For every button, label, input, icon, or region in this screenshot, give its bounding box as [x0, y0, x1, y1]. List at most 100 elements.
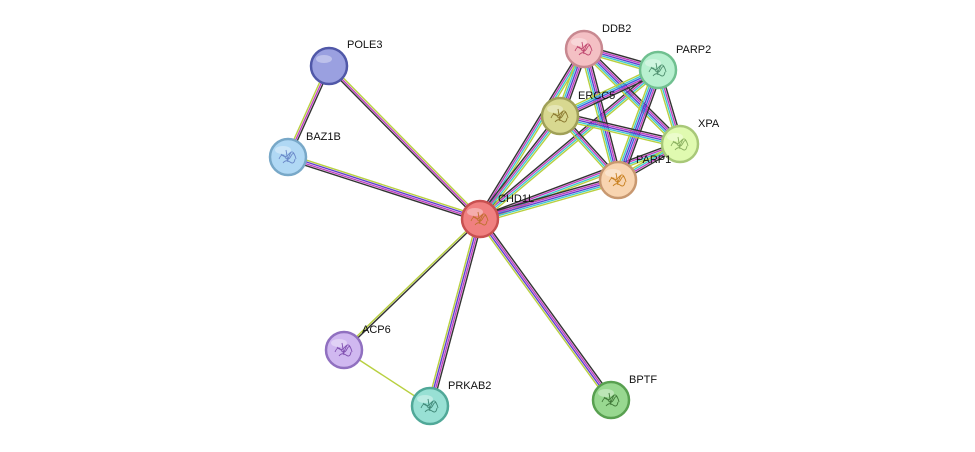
- node-label: PARP1: [636, 154, 671, 166]
- node-label: ACP6: [362, 324, 391, 336]
- edge-evidence-magenta: [478, 114, 560, 220]
- edge-chd1l-baz1b[interactable]: [286, 153, 482, 223]
- edge-chd1l-bptf[interactable]: [477, 216, 614, 403]
- edge-evidence-magenta: [287, 157, 481, 221]
- edge-ddb2-xpa[interactable]: [580, 45, 684, 148]
- protein-structure-icon: [608, 172, 627, 187]
- edge-chd1l-acp6[interactable]: [342, 217, 482, 352]
- edge-evidence-cyan: [614, 68, 657, 180]
- edge-evidence-yellowgreen: [329, 64, 482, 219]
- edge-evidence-cyan: [479, 181, 620, 222]
- edge-evidence-yellowgreen: [426, 217, 479, 407]
- edge-evidence-black: [476, 46, 583, 219]
- edge-chd1l-parp1[interactable]: [478, 175, 620, 224]
- node-highlight: [275, 146, 291, 154]
- protein-structure-icon: [420, 398, 439, 413]
- edge-chd1l-pole3[interactable]: [327, 64, 482, 221]
- node-label: BAZ1B: [306, 131, 341, 143]
- node-label: XPA: [698, 118, 720, 130]
- node-ddb2[interactable]: DDB2: [564, 23, 631, 69]
- edge-evidence-yellowgreen: [288, 153, 482, 218]
- node-label: BPTF: [629, 374, 657, 386]
- node-highlight: [331, 339, 347, 347]
- node-bptf[interactable]: BPTF: [591, 374, 657, 420]
- node-circle[interactable]: [591, 380, 631, 420]
- node-circle[interactable]: [268, 137, 308, 177]
- edge-evidence-black: [586, 47, 623, 180]
- node-circle[interactable]: [660, 124, 700, 164]
- edge-ddb2-parp1[interactable]: [579, 47, 623, 182]
- node-circle[interactable]: [309, 46, 349, 86]
- edge-evidence-cyan: [581, 48, 617, 182]
- edge-chd1l-prkab2[interactable]: [426, 217, 484, 408]
- protein-structure-icon: [278, 149, 297, 164]
- node-highlight: [547, 105, 563, 113]
- edge-evidence-black: [585, 45, 684, 143]
- node-highlight: [667, 133, 683, 141]
- node-ercc5[interactable]: ERCC5: [540, 90, 615, 136]
- edge-evidence-magenta: [478, 47, 584, 220]
- edge-evidence-blue: [618, 69, 660, 182]
- node-label: PRKAB2: [448, 380, 491, 392]
- protein-structure-icon: [334, 342, 353, 357]
- edge-evidence-cyan: [480, 115, 562, 221]
- edge-evidence-purple: [428, 218, 480, 407]
- edge-chd1l-ercc5[interactable]: [477, 113, 563, 222]
- edge-evidence-purple: [616, 68, 658, 181]
- node-circle[interactable]: [598, 160, 638, 200]
- edge-evidence-black: [478, 175, 618, 217]
- edge-evidence-yellowgreen: [481, 116, 563, 222]
- protein-structure-icon: [601, 392, 620, 407]
- edge-evidence-purple: [478, 218, 611, 402]
- edge-evidence-cyan: [582, 49, 680, 146]
- node-circle[interactable]: [564, 29, 604, 69]
- edge-evidence-magenta: [619, 70, 662, 182]
- node-label: POLE3: [347, 39, 382, 51]
- node-circle[interactable]: [638, 50, 678, 90]
- node-baz1b[interactable]: BAZ1B: [268, 131, 341, 177]
- node-highlight: [467, 208, 483, 216]
- protein-structure-icon: [648, 62, 667, 77]
- node-label: PARP2: [676, 44, 711, 56]
- node-highlight: [605, 169, 621, 177]
- node-label: ERCC5: [578, 90, 615, 102]
- node-pole3[interactable]: POLE3: [309, 39, 382, 86]
- edge-evidence-black: [477, 113, 559, 219]
- edge-evidence-yellowgreen: [480, 182, 620, 224]
- node-highlight: [645, 59, 661, 67]
- node-circle[interactable]: [410, 386, 450, 426]
- edge-evidence-yellowgreen: [580, 50, 679, 148]
- node-label: DDB2: [602, 23, 631, 35]
- protein-structure-icon: [670, 136, 689, 151]
- node-circle[interactable]: [324, 330, 364, 370]
- edge-ercc5-xpa[interactable]: [558, 111, 682, 149]
- node-acp6[interactable]: ACP6: [324, 324, 391, 370]
- edge-parp2-parp1[interactable]: [613, 67, 663, 183]
- node-parp1[interactable]: PARP1: [598, 154, 671, 200]
- edge-evidence-magenta: [584, 47, 682, 144]
- edge-evidence-magenta: [328, 65, 481, 220]
- node-parp2[interactable]: PARP2: [638, 44, 711, 90]
- edge-evidence-black: [286, 158, 480, 223]
- node-circle[interactable]: [460, 199, 500, 239]
- edge-evidence-magenta: [585, 47, 621, 181]
- edge-evidence-black: [431, 218, 484, 408]
- edge-evidence-magenta: [480, 217, 613, 401]
- protein-structure-icon: [574, 41, 593, 56]
- edge-evidence-magenta: [559, 113, 682, 143]
- node-prkab2[interactable]: PRKAB2: [410, 380, 491, 426]
- edge-evidence-yellowgreen: [477, 219, 610, 403]
- edge-layer: [285, 44, 684, 408]
- node-chd1l[interactable]: CHD1L: [460, 193, 534, 239]
- edge-evidence-black: [621, 70, 663, 183]
- edge-evidence-magenta: [430, 218, 482, 407]
- edge-evidence-yellowgreen: [342, 217, 481, 351]
- edge-evidence-black: [481, 216, 614, 400]
- edge-evidence-black: [343, 218, 482, 352]
- edge-evidence-purple: [583, 48, 681, 145]
- node-xpa[interactable]: XPA: [660, 118, 720, 164]
- edge-evidence-black: [478, 140, 680, 218]
- node-circle[interactable]: [540, 96, 580, 136]
